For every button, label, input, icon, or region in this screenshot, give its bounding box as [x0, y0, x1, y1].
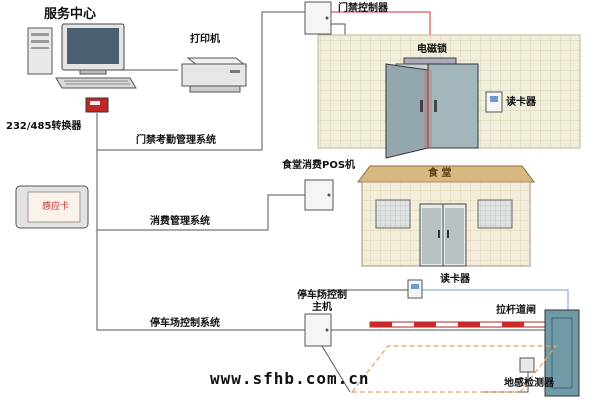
- gate-signal-wire: [422, 289, 569, 310]
- service-center-label: 服务中心: [44, 7, 97, 22]
- parking-host-label-line2: 主机: [312, 302, 332, 313]
- barrier-arm-icon: [369, 321, 547, 328]
- door-card-reader-icon: [485, 91, 503, 113]
- line-main-bus: [96, 113, 305, 331]
- line-access-branch: [97, 11, 305, 151]
- door-card-reader-label: 读卡器: [506, 97, 536, 108]
- ground-loop-outline: [350, 345, 558, 393]
- card-face-text: 感应卡: [42, 202, 70, 212]
- parking-host-icon: [304, 313, 332, 347]
- connection-lines: [78, 11, 305, 331]
- printer-icon: [181, 57, 248, 93]
- barrier-gate-label: 拉杆道闸: [496, 305, 536, 316]
- parking-card-reader-icon: [407, 279, 423, 299]
- magnetic-lock-icon: [403, 57, 457, 65]
- proximity-card-icon: [15, 185, 89, 229]
- magnetic-lock-label: 电磁锁: [417, 44, 447, 55]
- website-watermark: www.sfhb.com.cn: [210, 369, 370, 388]
- door-icon: [385, 63, 479, 159]
- access-system-label: 门禁考勤管理系统: [136, 135, 216, 146]
- consumption-system-label: 消费管理系统: [150, 216, 210, 227]
- converter-label: 232/485转换器: [6, 121, 82, 132]
- access-controller-icon: [304, 1, 332, 35]
- line-consumption-branch: [97, 194, 305, 231]
- parking-host-label-line1: 停车场控制: [297, 290, 347, 301]
- loop-wire-a: [321, 345, 351, 393]
- ground-sensor-label: 地感检测器: [504, 378, 554, 389]
- ground-sensor-icon: [519, 357, 535, 373]
- pos-machine-icon: [304, 179, 334, 211]
- parking-reader-wire: [317, 289, 408, 300]
- computer-icon: [27, 23, 137, 89]
- canteen-building: [357, 165, 535, 267]
- converter-icon: [85, 97, 109, 113]
- controller-to-building-wire: [331, 23, 346, 35]
- printer-label: 打印机: [190, 34, 220, 45]
- pos-machine-label: 食堂消费POS机: [282, 160, 356, 171]
- parking-system-label: 停车场控制系统: [150, 318, 220, 329]
- parking-card-reader-label: 读卡器: [440, 274, 470, 285]
- canteen-sign: 食 堂: [428, 168, 452, 179]
- access-controller-label: 门禁控制器: [338, 3, 388, 14]
